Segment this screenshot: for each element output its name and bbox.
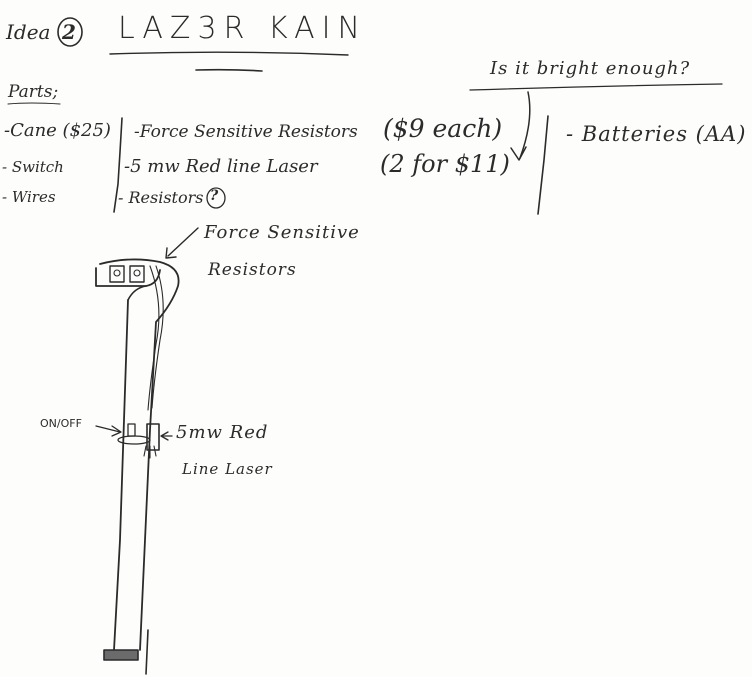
laser-label-line1: 5mw Red <box>176 424 268 442</box>
cane-handle <box>96 259 179 650</box>
fsr-label-line2: Resistors <box>208 262 297 279</box>
brightness-question: Is it bright enough? <box>490 60 690 78</box>
laser-label-line2: Line Laser <box>182 462 273 477</box>
part-laser-cost: (2 for $11) <box>380 152 510 176</box>
column-divider-2 <box>538 116 548 214</box>
switch-label: ON/OFF <box>40 418 82 429</box>
idea-label: Idea <box>6 22 50 42</box>
on-off-switch <box>128 424 135 436</box>
part-fsr-cost: ($9 each) <box>383 116 502 141</box>
fsr-label-line1: Force Sensitive <box>204 224 360 242</box>
parts-heading: Parts; <box>8 84 58 101</box>
fsr-arrow <box>168 228 198 256</box>
title-underline <box>110 52 348 55</box>
fsr-pad-2 <box>130 266 144 282</box>
idea-number: 2 <box>62 22 76 42</box>
fsr-pad-1 <box>110 266 124 282</box>
part-force-sensitive-resistors: -Force Sensitive Resistors <box>134 124 358 141</box>
part-switch: - Switch <box>2 160 64 175</box>
cane-tip <box>104 650 138 660</box>
part-batteries: - Batteries (AA) <box>566 124 746 145</box>
title-underline-short <box>196 70 262 71</box>
parts-underline <box>8 103 60 104</box>
part-resistors: - Resistors <box>118 190 203 206</box>
part-resistors-note: ? <box>210 189 218 203</box>
ground-mark <box>146 630 148 674</box>
question-underline <box>470 84 722 90</box>
part-wires: - Wires <box>2 190 56 205</box>
part-red-line-laser: -5 mw Red line Laser <box>124 158 318 176</box>
page-title: LAZ3R KAIN <box>118 14 367 44</box>
part-cane: -Cane ($25) <box>4 122 111 140</box>
